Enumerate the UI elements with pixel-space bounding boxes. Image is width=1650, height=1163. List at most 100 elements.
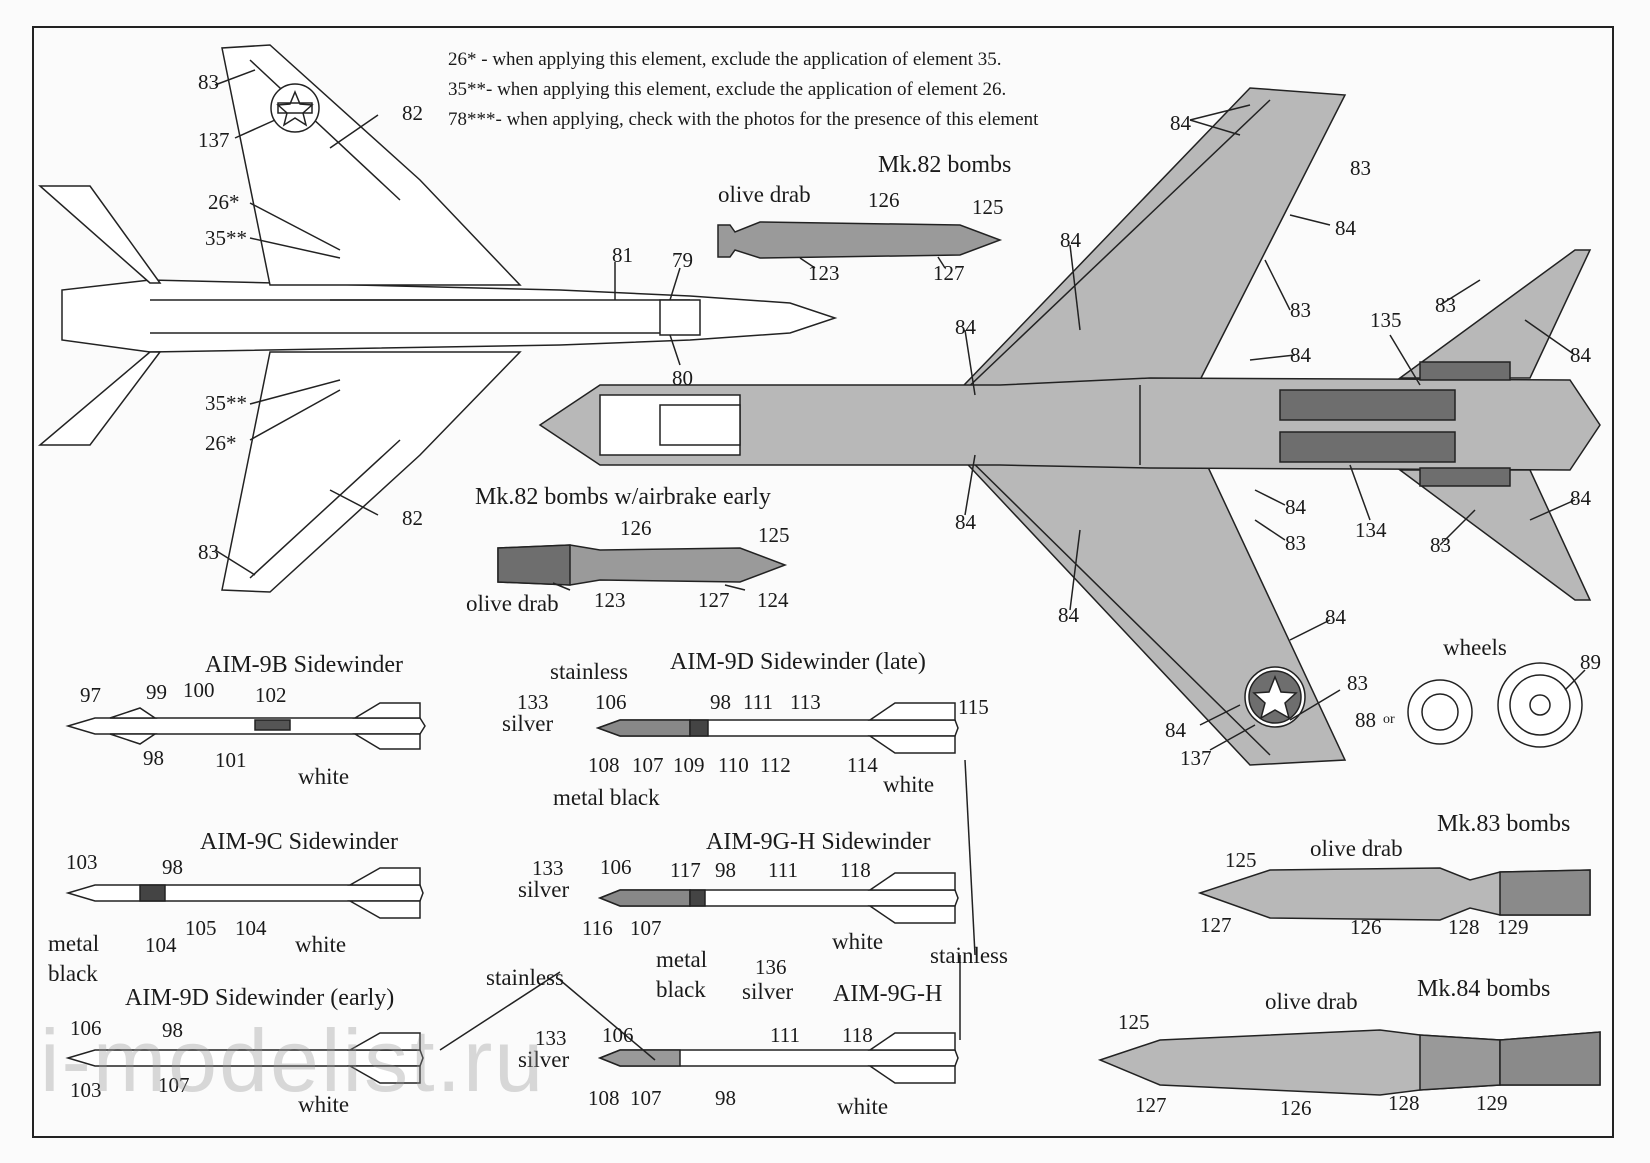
- callout-106: 106: [602, 1023, 634, 1047]
- callout-84: 84: [1570, 486, 1591, 510]
- aim9gh-sidewinder-drawing: [597, 872, 959, 924]
- callout-26: 26*: [205, 431, 237, 455]
- aim9gh2-white-label: white: [837, 1094, 889, 1119]
- wheels-title: wheels: [1443, 635, 1507, 660]
- callout-81: 81: [612, 243, 633, 267]
- callout-100: 100: [183, 678, 215, 702]
- mk84-bomb-drawing: [1097, 1029, 1601, 1096]
- callout-83: 83: [1435, 293, 1456, 317]
- callout-114: 114: [847, 753, 878, 777]
- callout-83: 83: [1290, 298, 1311, 322]
- callout-117: 117: [670, 858, 701, 882]
- callout-107: 107: [158, 1073, 190, 1097]
- callout-84: 84: [1170, 111, 1191, 135]
- aim9b-title: AIM-9B Sidewinder: [205, 652, 403, 678]
- callout-84: 84: [955, 510, 976, 534]
- aim9gh-drawing: [597, 1032, 959, 1084]
- note-35: 35**- when applying this element, exclud…: [448, 79, 1007, 100]
- aim9gh-silver-label-2: silver: [742, 979, 794, 1004]
- aim9c-metal-label: metal: [48, 931, 100, 956]
- callout-127: 127: [1135, 1093, 1167, 1117]
- callout-127: 127: [698, 588, 730, 612]
- callout-84: 84: [955, 315, 976, 339]
- callout-136: 136: [755, 955, 787, 979]
- aim9gh-metal-label: metal: [656, 947, 708, 972]
- callout-97: 97: [80, 683, 101, 707]
- mk84-title: Mk.84 bombs: [1417, 976, 1551, 1002]
- aim9c-drawing: [65, 867, 424, 919]
- watermark: i-modelist.ru: [40, 1011, 546, 1110]
- callout-84: 84: [1165, 718, 1186, 742]
- aim9c-white-label: white: [295, 932, 347, 957]
- callout-26: 26*: [208, 190, 240, 214]
- callout-107: 107: [630, 1086, 662, 1110]
- mk82-airbrake-bomb-drawing: [497, 544, 788, 591]
- callout-118: 118: [842, 1023, 873, 1047]
- callout-133: 133: [532, 856, 564, 880]
- callout-83: 83: [198, 70, 219, 94]
- callout-98: 98: [715, 1086, 736, 1110]
- aim9gh-sidewinder-title: AIM-9G-H Sidewinder: [706, 829, 931, 855]
- aircraft-top-view: [37, 44, 838, 593]
- mk83-title: Mk.83 bombs: [1437, 811, 1571, 837]
- callout-109: 109: [673, 753, 705, 777]
- callout-125: 125: [972, 195, 1004, 219]
- callout-35: 35**: [205, 226, 247, 250]
- callout-128: 128: [1448, 915, 1480, 939]
- callout-84: 84: [1060, 228, 1081, 252]
- callout-105: 105: [185, 916, 217, 940]
- callout-104: 104: [145, 933, 177, 957]
- callout-106: 106: [70, 1016, 102, 1040]
- aircraft-bottom-view: [538, 87, 1601, 766]
- callout-84: 84: [1335, 216, 1356, 240]
- callout-101: 101: [215, 748, 247, 772]
- callout-126: 126: [620, 516, 652, 540]
- callout-35: 35**: [205, 391, 247, 415]
- callout-99: 99: [146, 680, 167, 704]
- aim9gh-white-label: white: [832, 929, 884, 954]
- mk83-bomb-drawing: [1197, 867, 1591, 921]
- callout-118: 118: [840, 858, 871, 882]
- callout-83: 83: [1350, 156, 1371, 180]
- stainless-label: stainless: [550, 659, 628, 684]
- stainless-label-right: stainless: [930, 943, 1008, 968]
- metal-black-label: metal black: [553, 785, 660, 810]
- callout-84: 84: [1325, 605, 1346, 629]
- callout-80: 80: [672, 366, 693, 390]
- aim9c-black-label: black: [48, 961, 98, 986]
- callout-82: 82: [402, 506, 423, 530]
- aim9b-white-label: white: [298, 764, 350, 789]
- callout-84: 84: [1285, 495, 1306, 519]
- callout-98: 98: [710, 690, 731, 714]
- callout-116: 116: [582, 916, 613, 940]
- callout-123: 123: [594, 588, 626, 612]
- callout-112: 112: [760, 753, 791, 777]
- callout-98: 98: [715, 858, 736, 882]
- silver-label: silver: [502, 711, 554, 736]
- callout-135: 135: [1370, 308, 1402, 332]
- callout-83: 83: [198, 540, 219, 564]
- mk82-title: Mk.82 bombs: [878, 152, 1012, 178]
- callout-102: 102: [255, 683, 287, 707]
- callout-103: 103: [70, 1078, 102, 1102]
- callout-124: 124: [757, 588, 789, 612]
- callout-84: 84: [1570, 343, 1591, 367]
- callout-84: 84: [1290, 343, 1311, 367]
- callout-103: 103: [66, 850, 98, 874]
- note-78: 78***- when applying, check with the pho…: [448, 109, 1039, 130]
- mk84-olive-drab-label: olive drab: [1265, 989, 1358, 1014]
- callout-111: 111: [768, 858, 798, 882]
- aim9gh-black-label: black: [656, 977, 706, 1002]
- callout-127: 127: [1200, 913, 1232, 937]
- callout-83: 83: [1347, 671, 1368, 695]
- callout-137: 137: [1180, 746, 1212, 770]
- callout-88: 88: [1355, 708, 1376, 732]
- callout-98: 98: [162, 855, 183, 879]
- callout-82: 82: [402, 101, 423, 125]
- callout-133: 133: [517, 690, 549, 714]
- wheels-drawing: [1407, 662, 1586, 748]
- callout-134: 134: [1355, 518, 1387, 542]
- callout-126: 126: [868, 188, 900, 212]
